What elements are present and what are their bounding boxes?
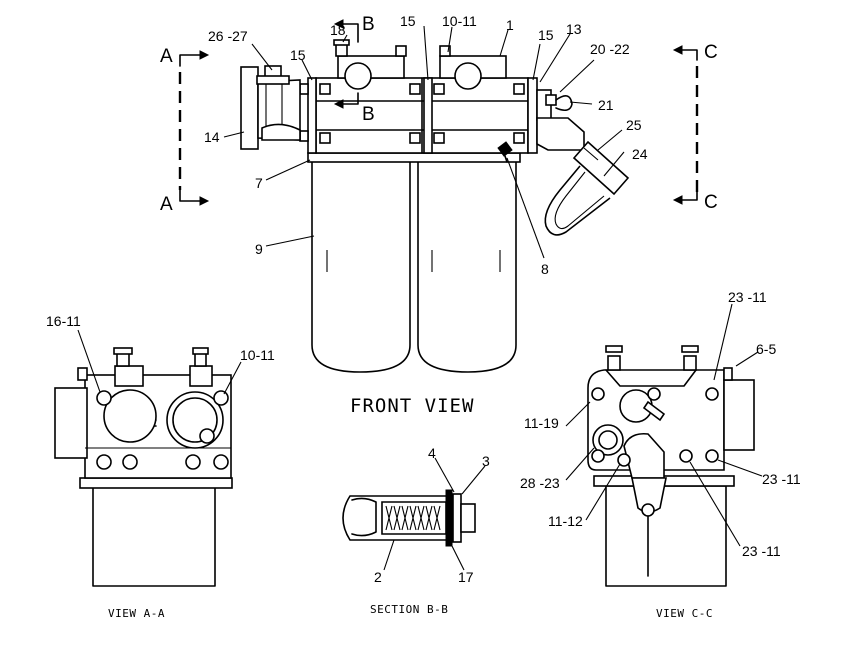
fitting-21 [545, 94, 557, 106]
section-marker-c-bottom: C [704, 192, 718, 213]
callout-11-19: 11-19 [524, 415, 559, 431]
callout-18: 18 [330, 22, 346, 38]
callout-15-left: 15 [290, 47, 306, 63]
callout-17: 17 [458, 569, 474, 585]
port-b [344, 62, 372, 90]
callout-25: 25 [626, 117, 642, 133]
cut-a-top [179, 54, 201, 67]
callout-7: 7 [255, 175, 263, 191]
callout-20-22: 20 -22 [590, 41, 630, 57]
view-a-a [54, 329, 242, 587]
flange-right [527, 77, 538, 154]
callout-16-11: 16-11 [46, 313, 81, 329]
callout-24: 24 [632, 146, 648, 162]
filter-canister-left [311, 161, 411, 373]
callout-6-5: 6-5 [756, 341, 776, 357]
callout-3: 3 [482, 453, 490, 469]
section-marker-b-top: B [362, 14, 375, 35]
callout-10-11-front: 10-11 [442, 13, 477, 29]
callout-23-11-bottom: 23 -11 [742, 543, 781, 559]
section-b-b-caption: SECTION B-B [370, 603, 448, 616]
section-marker-a-bottom: A [160, 194, 173, 215]
port-right [454, 62, 482, 90]
callout-8: 8 [541, 261, 549, 277]
front-view [178, 19, 699, 373]
callout-1: 1 [506, 17, 514, 33]
callout-28-23: 28 -23 [520, 475, 560, 491]
section-b-b [342, 457, 486, 571]
adapter-14 [240, 66, 259, 150]
flange-left [307, 77, 317, 154]
callout-26-27: 26 -27 [208, 28, 248, 44]
view-a-a-caption: VIEW A-A [108, 607, 165, 620]
callout-15-right: 15 [538, 27, 554, 43]
sensor-25 [572, 140, 630, 196]
callout-9: 9 [255, 241, 263, 257]
view-c-c-caption: VIEW C-C [656, 607, 713, 620]
front-view-caption: FRONT VIEW [350, 395, 474, 417]
callout-4: 4 [428, 445, 436, 461]
filter-canister-right [417, 161, 517, 373]
section-marker-c-top: C [704, 42, 718, 63]
view-c-c [565, 303, 763, 587]
callout-10-11-view-a: 10-11 [240, 347, 275, 363]
cut-c-top [681, 49, 698, 61]
callout-15-mid: 15 [400, 13, 416, 29]
callout-23-11-right: 23 -11 [762, 471, 801, 487]
section-marker-b-bottom: B [362, 104, 375, 125]
callout-14: 14 [204, 129, 220, 145]
callout-11-12: 11-12 [548, 513, 583, 529]
callout-23-11-top: 23 -11 [728, 289, 767, 305]
callout-2: 2 [374, 569, 382, 585]
wire-loop-24 [544, 165, 611, 236]
section-marker-a-top: A [160, 46, 173, 67]
callout-21: 21 [598, 97, 614, 113]
base-plate [307, 152, 521, 163]
drain-valve-8 [497, 141, 513, 157]
callout-13: 13 [566, 21, 582, 37]
flange-mid [423, 77, 433, 154]
